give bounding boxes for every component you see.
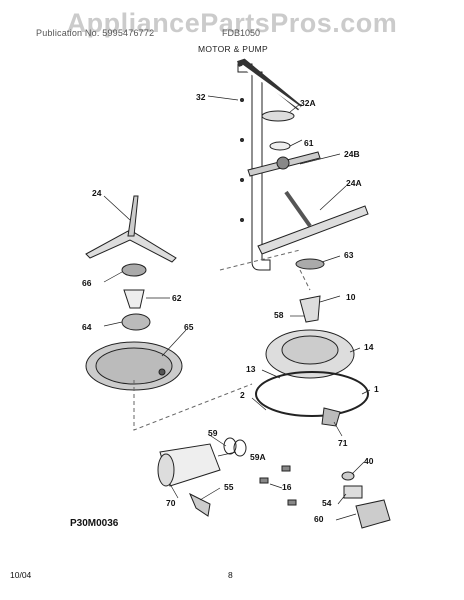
- upper-nozzle: [261, 110, 295, 122]
- callout-54: 54: [322, 498, 332, 508]
- bearing-ring: [269, 141, 291, 151]
- section-title: MOTOR & PUMP: [198, 44, 269, 54]
- callout-55: 55: [224, 482, 234, 492]
- drain-hose-clamp: [341, 471, 355, 481]
- callout-13: 13: [246, 364, 256, 374]
- sump-gasket: [255, 371, 369, 417]
- callout-64: 64: [82, 322, 92, 332]
- callout-71: 71: [338, 438, 348, 448]
- callout-58: 58: [274, 310, 284, 320]
- callout-62: 62: [172, 293, 182, 303]
- watermark: AppliancePartsPros.com: [66, 8, 398, 38]
- drain-valve: [321, 407, 341, 427]
- diagram-code: P30M0036: [70, 518, 119, 529]
- footer-date: 10/04: [10, 570, 32, 580]
- pump-housing-cover: [299, 295, 321, 323]
- callout-70: 70: [166, 498, 176, 508]
- callout-24a: 24A: [346, 178, 362, 188]
- lower-arm-hub: [121, 263, 147, 277]
- publication-number: Publication No. 5995476772: [36, 28, 155, 38]
- fine-filter: [121, 313, 151, 331]
- footer-page-number: 8: [228, 570, 233, 580]
- callout-40: 40: [364, 456, 374, 466]
- callout-59: 59: [208, 428, 218, 438]
- callout-65: 65: [184, 322, 194, 332]
- callout-61: 61: [304, 138, 314, 148]
- callout-10: 10: [346, 292, 356, 302]
- callout-24: 24: [92, 188, 102, 198]
- inlet-tube: [123, 289, 145, 309]
- check-valve: [343, 485, 363, 499]
- callout-14: 14: [364, 342, 374, 352]
- model-number: FDB1050: [222, 28, 261, 38]
- callout-32a: 32A: [300, 98, 316, 108]
- callout-1: 1: [374, 384, 379, 394]
- motor-seal: [223, 437, 237, 455]
- callout-16: 16: [282, 482, 292, 492]
- motor-bracket: [189, 492, 211, 517]
- pump-impeller: [295, 258, 325, 270]
- callout-24b: 24B: [344, 149, 360, 159]
- motor-mount: [259, 477, 269, 484]
- callout-2: 2: [240, 390, 245, 400]
- drain-pump: [355, 499, 391, 529]
- middle-spray-arm: [257, 205, 369, 255]
- callout-63: 63: [344, 250, 354, 260]
- callout-59a: 59A: [250, 452, 266, 462]
- callout-60: 60: [314, 514, 324, 524]
- callout-32: 32: [196, 92, 206, 102]
- callout-66: 66: [82, 278, 92, 288]
